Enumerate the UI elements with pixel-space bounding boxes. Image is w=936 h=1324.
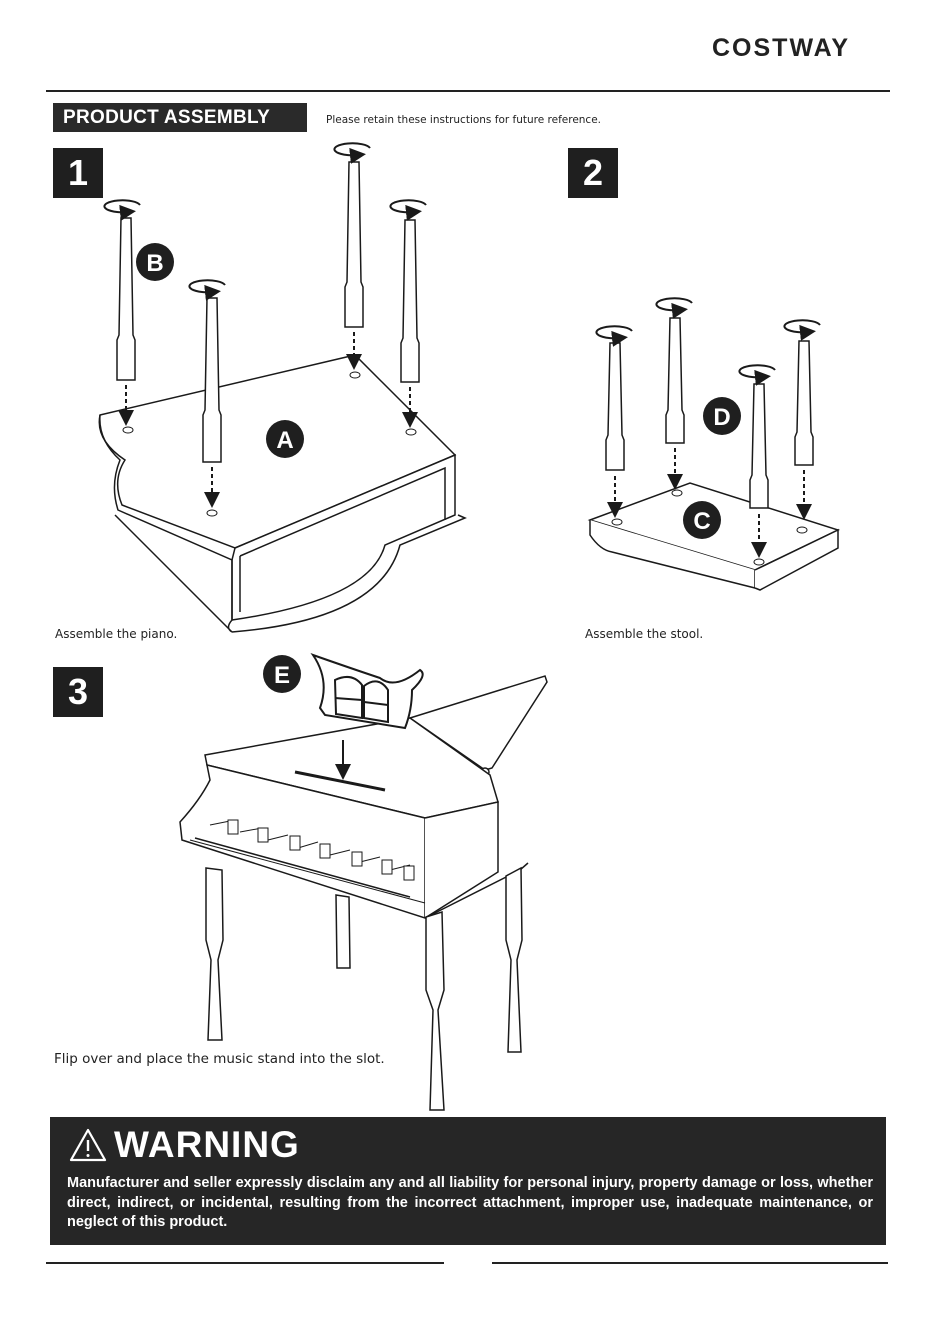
warning-header: WARNING [68,1121,300,1169]
step-1-badge: 1 [53,148,103,198]
stool-legs [605,317,814,509]
warning-triangle-icon [69,1128,107,1162]
warning-text: Manufacturer and seller expressly discla… [67,1175,873,1230]
warning-title: WARNING [114,1124,300,1165]
assembled-piano-illustration [179,675,548,1111]
header-rule [46,90,890,92]
part-label-c: C [683,501,721,539]
svg-text:D: D [713,404,730,431]
part-label-b: B [136,243,174,281]
part-label-d: D [703,397,741,435]
stool-leg-arrows [607,448,812,558]
part-label-e: E [263,655,301,693]
step-2-badge: 2 [568,148,618,198]
step-3-caption: Flip over and place the music stand into… [54,1051,385,1067]
svg-text:B: B [146,250,163,277]
step-3-badge: 3 [53,667,103,717]
footer-rule-left [46,1262,444,1264]
footer-rule-right [492,1262,888,1264]
part-label-a: A [266,420,304,458]
warning-box: WARNING Manufacturer and seller expressl… [50,1117,886,1245]
section-title: PRODUCT ASSEMBLY [53,103,307,132]
rotate-arrow-icon [103,142,427,301]
svg-text:A: A [276,427,293,454]
music-stand-illustration [310,653,424,730]
svg-text:E: E [274,662,290,689]
step-1-caption: Assemble the piano. [55,627,178,641]
retain-note: Please retain these instructions for fut… [326,114,601,126]
brand-logo: COSTWAY [712,34,851,62]
piano-leg-arrows [118,332,418,508]
piano-leg-holes [122,371,417,517]
step-2-caption: Assemble the stool. [585,627,704,641]
piano-legs [116,161,420,463]
rotate-arrow-icon [595,297,821,386]
svg-text:C: C [693,508,710,535]
stool-leg-holes [611,489,808,566]
stool-illustration [587,482,841,591]
